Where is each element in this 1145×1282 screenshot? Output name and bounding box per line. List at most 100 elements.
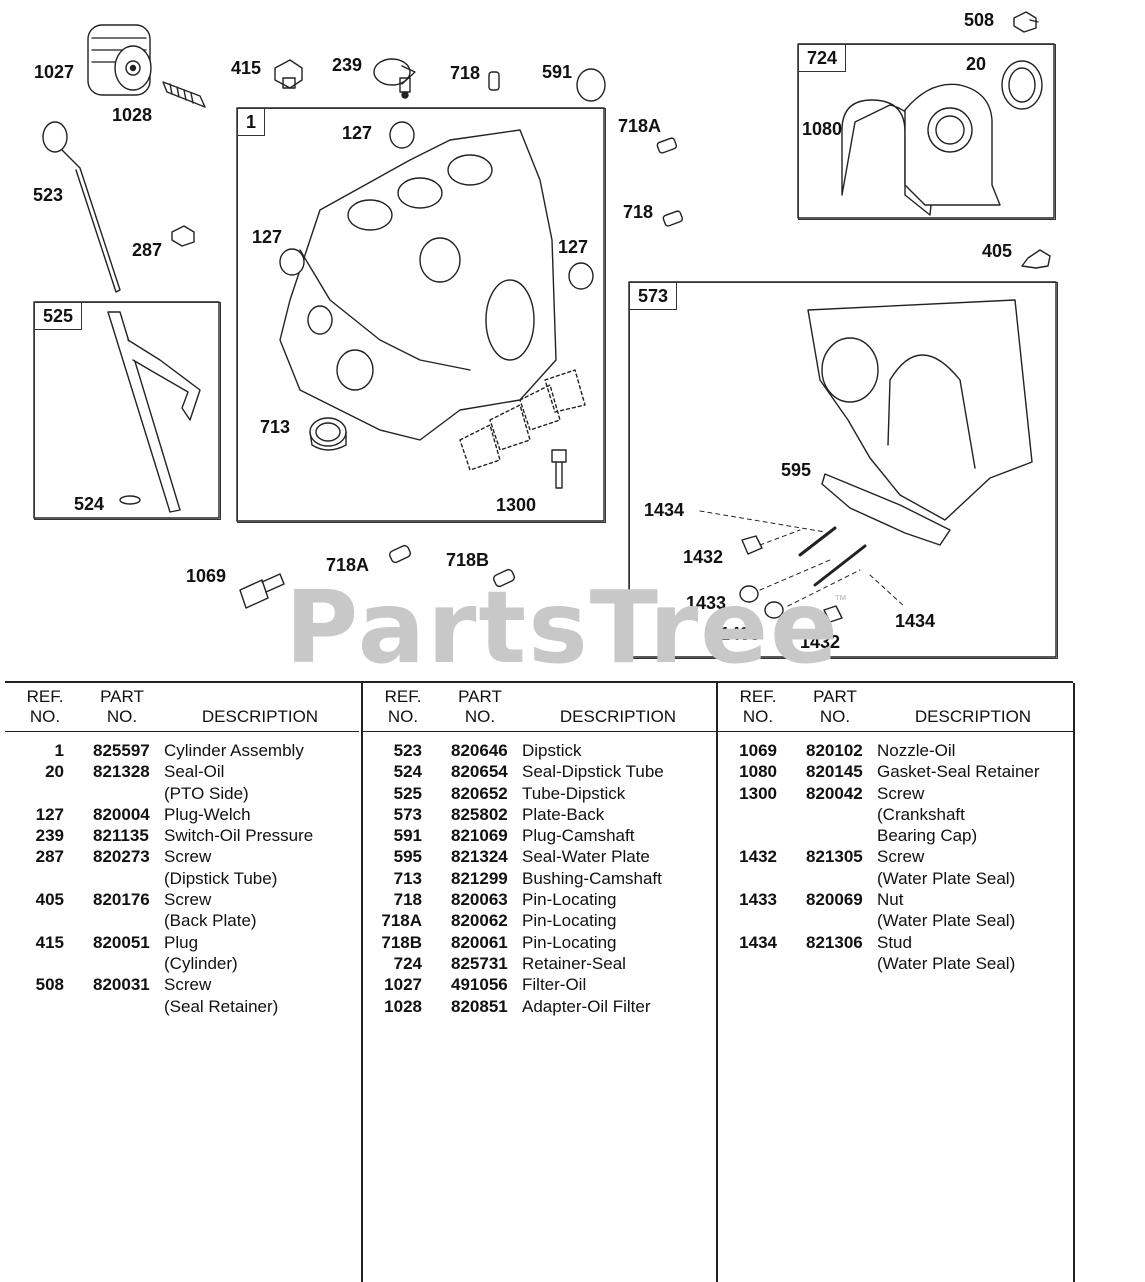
- ref-no-cell: 523: [393, 741, 422, 760]
- callout-713: 713: [260, 417, 291, 437]
- description-cell: Seal-Oil: [164, 762, 225, 782]
- part-no-cell: 820654: [451, 762, 508, 782]
- description-cell: Screw: [164, 975, 212, 995]
- header-description: DESCRIPTION: [201, 707, 319, 726]
- callout-1027: 1027: [34, 62, 75, 82]
- description-cell: Gasket-Seal Retainer: [877, 762, 1040, 782]
- header-part-no: PART NO.: [100, 687, 144, 726]
- callout-127-left: 127: [252, 227, 283, 247]
- part-no-cell: 825802: [451, 804, 508, 824]
- ref-no-cell: 405: [35, 890, 64, 910]
- header-description: DESCRIPTION: [559, 707, 677, 726]
- ref-no-cell: 1300: [739, 783, 777, 803]
- description-cell: Seal-Water Plate: [522, 847, 650, 867]
- ref-no-cell: 1080: [739, 762, 777, 782]
- table-row: 508 820031 Screw: [5, 974, 359, 995]
- part-no-cell: 820069: [806, 890, 863, 910]
- description-cell: Nut: [877, 890, 904, 910]
- description-cell: Pin-Locating: [522, 932, 617, 952]
- callout-595: 595: [781, 460, 812, 480]
- part-no-cell: 821306: [806, 932, 863, 952]
- description-cell: Plate-Back: [522, 804, 605, 824]
- table-row: Bearing Cap): [718, 825, 1073, 846]
- ref-no-cell: 524: [393, 762, 422, 782]
- plug-415-part: [274, 59, 303, 89]
- ref-no-cell: 239: [35, 826, 64, 846]
- adapter-part: [162, 81, 206, 108]
- description-cell: Cylinder Assembly: [164, 741, 304, 760]
- ref-no-cell: 724: [393, 953, 422, 973]
- description-cell: Screw: [877, 847, 925, 867]
- table-row: (Cylinder): [5, 953, 359, 974]
- callout-127-right: 127: [558, 237, 589, 257]
- description-cell: Plug-Welch: [164, 804, 251, 824]
- part-no-cell: 820051: [93, 932, 150, 952]
- part-no-cell: 820031: [93, 975, 150, 995]
- watermark-text: PartsTree: [285, 569, 840, 686]
- header-ref-no: REF. NO.: [384, 687, 422, 726]
- ref-no-cell: 415: [35, 932, 64, 952]
- ref-no-cell: 718B: [381, 932, 422, 952]
- description-cell: (Water Plate Seal): [877, 953, 1016, 973]
- ref-no-cell: 1433: [739, 890, 777, 910]
- ref-no-cell: 1028: [384, 996, 422, 1016]
- table-row: (Back Plate): [5, 910, 359, 931]
- description-cell: Nozzle-Oil: [877, 741, 956, 760]
- column-header: REF. NO. PART NO. DESCRIPTION: [5, 687, 359, 732]
- header-part-no: PART NO.: [813, 687, 857, 726]
- ref-no-cell: 508: [35, 975, 64, 995]
- part-no-cell: 821069: [451, 826, 508, 846]
- part-no-cell: 825597: [93, 741, 150, 760]
- ref-no-cell: 591: [393, 826, 422, 846]
- ref-no-cell: 1027: [384, 975, 422, 995]
- part-no-cell: 820652: [451, 783, 508, 803]
- description-cell: Bearing Cap): [877, 826, 978, 846]
- ref-no-cell: 1069: [739, 741, 777, 760]
- description-cell: Pin-Locating: [522, 890, 617, 910]
- group-tag-525: 525: [34, 302, 83, 330]
- ref-no-cell: 713: [393, 868, 422, 888]
- callout-405: 405: [982, 241, 1013, 261]
- part-no-cell: 821299: [451, 868, 508, 888]
- part-no-cell: 820063: [451, 890, 508, 910]
- description-cell: Stud: [877, 932, 912, 952]
- dipstick-part: [42, 121, 121, 293]
- description-cell: Screw: [877, 783, 925, 803]
- callout-415: 415: [231, 58, 262, 78]
- ref-no-cell: 287: [35, 847, 64, 867]
- table-row: (Water Plate Seal): [718, 868, 1073, 889]
- description-cell: Adapter-Oil Filter: [522, 996, 651, 1016]
- table-row: (Crankshaft: [718, 804, 1073, 825]
- description-cell: Screw: [164, 847, 212, 867]
- part-no-cell: 821305: [806, 847, 863, 867]
- table-row: (Seal Retainer): [5, 996, 359, 1017]
- callout-1300: 1300: [496, 495, 537, 515]
- ref-no-cell: 20: [45, 762, 64, 782]
- description-cell: Dipstick: [522, 741, 582, 760]
- callout-1433-upper: 1433: [686, 593, 727, 613]
- table-row: 1080 820145 Gasket-Seal Retainer: [718, 761, 1073, 782]
- callout-1069: 1069: [186, 566, 227, 586]
- part-no-cell: 820145: [806, 762, 863, 782]
- ref-no-cell: 718A: [381, 911, 422, 931]
- diagram-drawing: [33, 11, 1057, 658]
- group-box-525: 525: [34, 302, 221, 520]
- part-no-cell: 820102: [806, 741, 863, 760]
- part-no-cell: 820851: [451, 996, 508, 1016]
- part-no-cell: 820176: [93, 890, 150, 910]
- header-description: DESCRIPTION: [914, 707, 1032, 726]
